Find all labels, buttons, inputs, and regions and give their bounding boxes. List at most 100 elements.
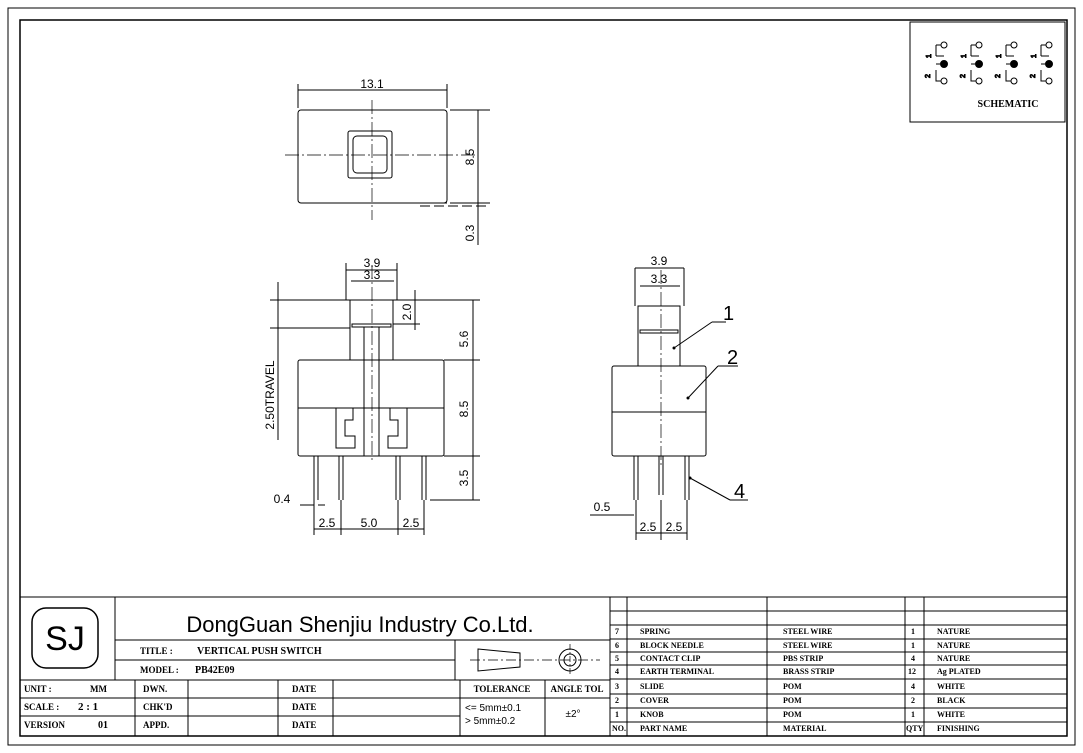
svg-text:BLOCK NEEDLE: BLOCK NEEDLE (640, 641, 704, 650)
svg-text:6: 6 (615, 641, 619, 650)
svg-text:PART NAME: PART NAME (640, 724, 687, 733)
svg-text:5: 5 (615, 654, 619, 663)
dim-top-gap: 0.3 (463, 224, 477, 241)
inner-border (19, 19, 1068, 737)
svg-text:1: 1 (911, 710, 915, 719)
dim-pitch-middle: 5.0 (361, 516, 378, 530)
svg-text:4: 4 (911, 654, 915, 663)
tolerance-line-1: <= 5mm±0.1 (465, 703, 522, 714)
svg-text:BLACK: BLACK (937, 696, 966, 705)
angle-tol-value: ±2° (565, 709, 580, 720)
svg-text:NATURE: NATURE (937, 654, 970, 663)
title-value: VERTICAL PUSH SWITCH (197, 646, 322, 657)
svg-text:POM: POM (783, 696, 802, 705)
schematic-pin-label: 2 (925, 74, 932, 78)
dim-side-pitch-left: 2.5 (640, 520, 657, 534)
svg-text:NATURE: NATURE (937, 641, 970, 650)
dim-side-outer: 3.9 (651, 254, 668, 268)
unit-value: MM (90, 684, 107, 694)
side-view (590, 267, 748, 540)
dim-side-pin: 0.5 (594, 500, 611, 514)
tolerance-label: TOLERANCE (474, 684, 531, 694)
svg-text:POM: POM (783, 710, 802, 719)
schematic-pin-label: 2 (960, 74, 967, 78)
tolerance-line-2: > 5mm±0.2 (465, 716, 516, 727)
version-value: 01 (98, 720, 108, 731)
scale-label: SCALE : (24, 702, 59, 712)
svg-text:STEEL WIRE: STEEL WIRE (783, 641, 832, 650)
svg-text:2: 2 (615, 696, 619, 705)
svg-text:STEEL WIRE: STEEL WIRE (783, 627, 832, 636)
schematic-pin-label: 1 (996, 54, 1003, 58)
front-view (270, 263, 480, 535)
svg-text:NATURE: NATURE (937, 627, 970, 636)
company-logo: SJ (45, 620, 85, 658)
dim-plunger-inner: 3.3 (364, 268, 381, 282)
svg-text:FINISHING: FINISHING (937, 724, 980, 733)
dim-pitch-right: 2.5 (403, 516, 420, 530)
schematic-pin-label: 1 (1031, 54, 1038, 58)
dim-travel: 2.50TRAVEL (263, 360, 277, 429)
dim-top-height: 8.5 (463, 148, 477, 165)
version-label: VERSION (24, 720, 66, 730)
svg-text:1: 1 (911, 627, 915, 636)
model-value: PB42E09 (195, 665, 234, 676)
schematic-pin-label: 2 (995, 74, 1002, 78)
unit-label: UNIT : (24, 684, 52, 694)
schematic-pin-label: 1 (926, 54, 933, 58)
svg-text:BRASS STRIP: BRASS STRIP (783, 667, 834, 676)
angle-tol-label: ANGLE TOL (551, 684, 604, 694)
dim-pitch-left: 2.5 (319, 516, 336, 530)
svg-text:Ag PLATED: Ag PLATED (937, 667, 981, 676)
dim-pin-length: 3.5 (457, 469, 471, 486)
dim-side-pitch-right: 2.5 (666, 520, 683, 534)
appd-label: APPD. (143, 720, 169, 730)
dim-side-inner: 3.3 (651, 272, 668, 286)
svg-text:NO.: NO. (612, 724, 626, 733)
outer-border (7, 7, 1076, 746)
svg-text:MATERIAL: MATERIAL (783, 724, 826, 733)
svg-text:7: 7 (615, 627, 619, 636)
svg-text:1: 1 (615, 710, 619, 719)
svg-text:4: 4 (615, 667, 619, 676)
title-block (20, 596, 1067, 736)
title-label: TITLE : (140, 646, 173, 656)
dim-body-height: 8.5 (457, 400, 471, 417)
callout-2: 2 (727, 347, 738, 369)
dim-pin-width: 0.4 (274, 492, 291, 506)
callout-1: 1 (723, 303, 734, 325)
chkd-label: CHK'D (143, 702, 173, 712)
svg-text:QTY: QTY (906, 724, 924, 733)
svg-text:POM: POM (783, 682, 802, 691)
date-label-3: DATE (292, 720, 316, 730)
schematic-pin-label: 1 (961, 54, 968, 58)
schematic-pin-label: 2 (1030, 74, 1037, 78)
svg-text:12: 12 (908, 667, 916, 676)
dwn-label: DWN. (143, 684, 167, 694)
svg-text:WHITE: WHITE (937, 682, 965, 691)
date-label-2: DATE (292, 702, 316, 712)
svg-text:4: 4 (911, 682, 915, 691)
callout-4: 4 (734, 481, 745, 503)
svg-text:CONTACT CLIP: CONTACT CLIP (640, 654, 700, 663)
svg-text:WHITE: WHITE (937, 710, 965, 719)
dim-plunger-outer: 3.9 (364, 256, 381, 270)
svg-text:2: 2 (911, 696, 915, 705)
dim-plunger-cap: 2.0 (400, 303, 414, 320)
svg-text:COVER: COVER (640, 696, 669, 705)
company-name: DongGuan Shenjiu Industry Co.Ltd. (186, 612, 533, 637)
svg-text:KNOB: KNOB (640, 710, 664, 719)
date-label-1: DATE (292, 684, 316, 694)
svg-text:EARTH TERMINAL: EARTH TERMINAL (640, 667, 714, 676)
dim-plunger-height: 5.6 (457, 330, 471, 347)
dim-top-width: 13.1 (360, 77, 384, 91)
model-label: MODEL : (140, 665, 179, 675)
svg-text:PBS STRIP: PBS STRIP (783, 654, 823, 663)
svg-text:3: 3 (615, 682, 619, 691)
svg-text:SLIDE: SLIDE (640, 682, 664, 691)
top-view (285, 84, 490, 245)
